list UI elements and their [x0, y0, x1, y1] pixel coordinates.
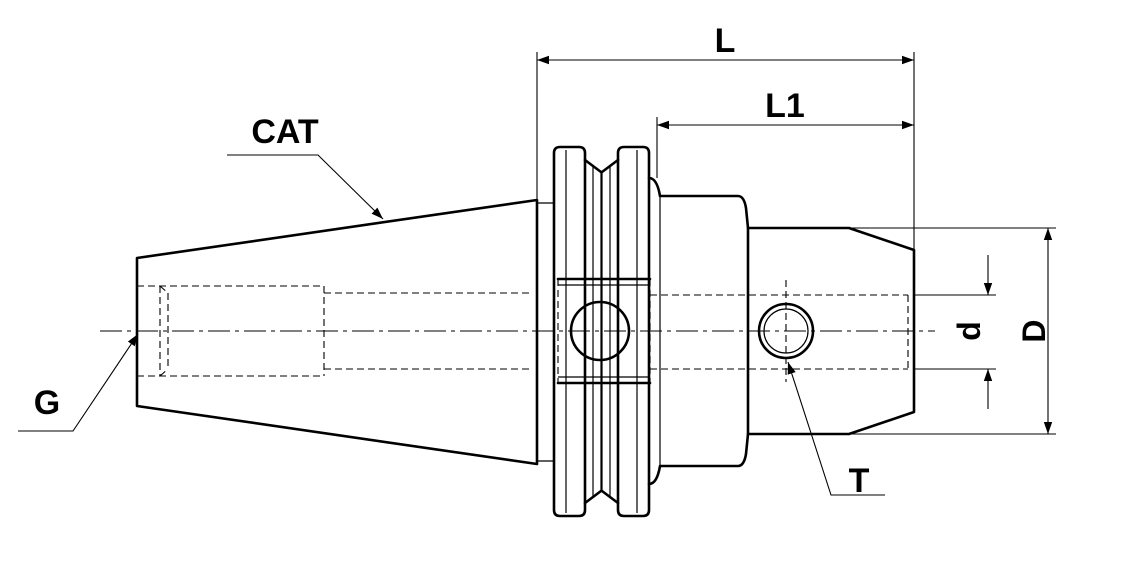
label-L1: L1 — [765, 87, 805, 125]
label-T: T — [849, 462, 870, 500]
leader-G: G — [18, 333, 139, 432]
holder-body — [647, 176, 916, 486]
taper-shank — [135, 198, 555, 466]
drive-slot — [556, 277, 652, 385]
dimension-L1: L1 — [656, 87, 914, 178]
leader-CAT: CAT — [227, 113, 384, 220]
label-CAT: CAT — [251, 113, 319, 151]
dimension-d: d — [914, 255, 996, 409]
leader-T: T — [787, 361, 885, 500]
v-flange — [552, 145, 651, 518]
dimension-D: D — [849, 227, 1056, 435]
internal-thread-bore — [137, 285, 530, 377]
drive-hole — [569, 300, 631, 362]
set-screw — [757, 280, 815, 382]
label-G: G — [34, 384, 60, 422]
tool-bore — [650, 294, 909, 370]
dimension-L: L — [536, 22, 915, 250]
label-D: D — [1016, 319, 1052, 342]
label-d: d — [951, 321, 987, 341]
label-L: L — [715, 22, 736, 60]
